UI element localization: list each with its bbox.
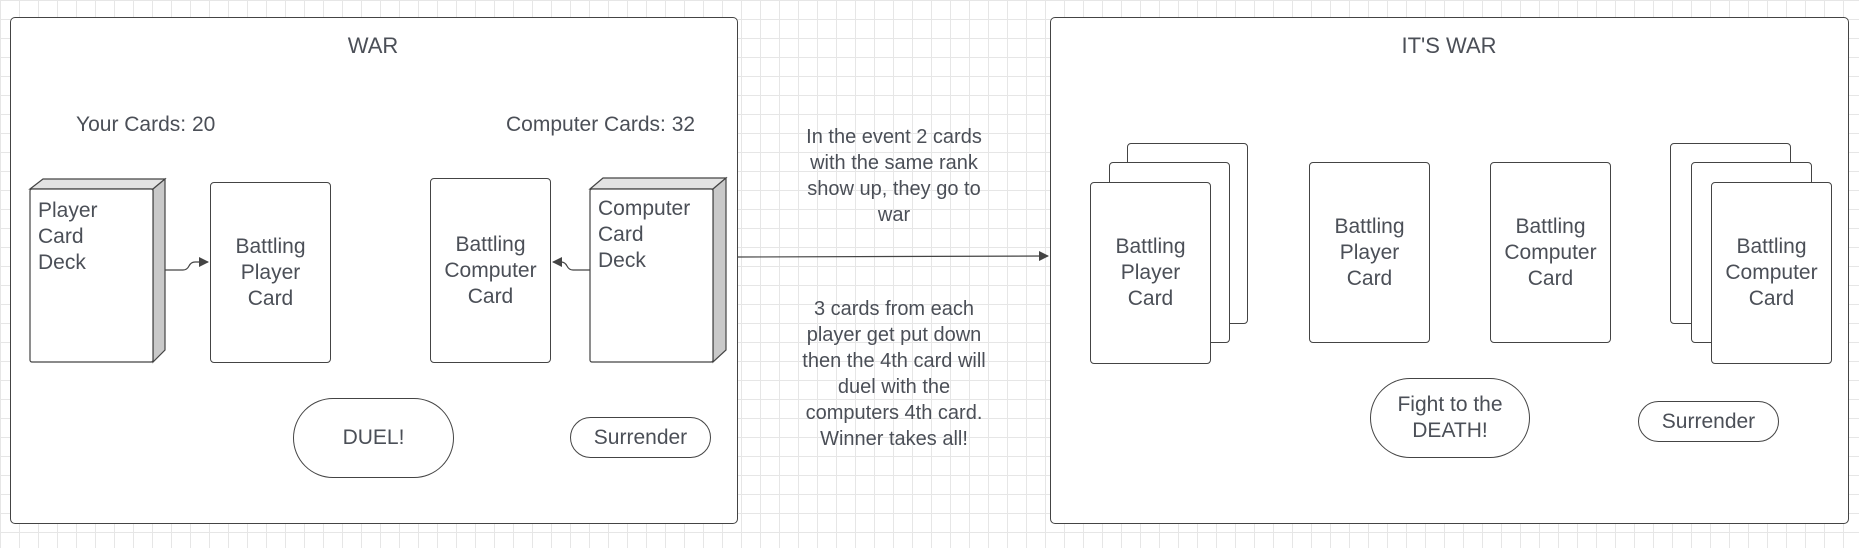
surrender-button-label: Surrender bbox=[593, 425, 688, 449]
stacked-battling-player-card-label: Battling Player Card bbox=[1115, 235, 1186, 310]
its-war-screen-title: IT'S WAR bbox=[1401, 33, 1497, 58]
duel-button-label: DUEL! bbox=[342, 426, 405, 449]
war-procedure-note: 3 cards from each player get put down th… bbox=[802, 298, 986, 450]
duel-button[interactable]: DUEL! bbox=[293, 398, 454, 478]
stacked-battling-computer-card-label: Battling Computer Card bbox=[1725, 235, 1818, 310]
stacked-battling-player-card[interactable]: Battling Player Card bbox=[1090, 182, 1211, 364]
war-battling-computer-card-label: Battling Computer Card bbox=[1504, 214, 1597, 290]
war-surrender-button[interactable]: Surrender bbox=[1638, 401, 1779, 442]
battling-player-card-label: Battling Player Card bbox=[235, 234, 306, 310]
fight-button-label: Fight to the DEATH! bbox=[1397, 393, 1503, 442]
computer-cards-count: Computer Cards: 32 bbox=[506, 113, 696, 136]
war-surrender-button-label: Surrender bbox=[1661, 409, 1756, 433]
battling-player-card[interactable]: Battling Player Card bbox=[210, 182, 331, 363]
war-rule-note: In the event 2 cards with the same rank … bbox=[806, 126, 982, 226]
fight-to-the-death-button[interactable]: Fight to the DEATH! bbox=[1370, 378, 1530, 458]
player-deck-label: Player Card Deck bbox=[38, 199, 98, 274]
battling-computer-card[interactable]: Battling Computer Card bbox=[430, 178, 551, 363]
war-transition-arrow bbox=[737, 251, 1049, 262]
war-battling-player-card-label: Battling Player Card bbox=[1334, 214, 1405, 290]
battling-computer-card-label: Battling Computer Card bbox=[444, 232, 537, 308]
computer-deck-label: Computer Card Deck bbox=[598, 197, 691, 272]
surrender-button[interactable]: Surrender bbox=[570, 417, 711, 458]
stacked-battling-computer-card[interactable]: Battling Computer Card bbox=[1711, 182, 1832, 364]
your-cards-count: Your Cards: 20 bbox=[76, 113, 216, 136]
war-screen-title: WAR bbox=[347, 33, 399, 58]
war-battling-computer-card[interactable]: Battling Computer Card bbox=[1490, 162, 1611, 343]
war-battling-player-card[interactable]: Battling Player Card bbox=[1309, 162, 1430, 343]
